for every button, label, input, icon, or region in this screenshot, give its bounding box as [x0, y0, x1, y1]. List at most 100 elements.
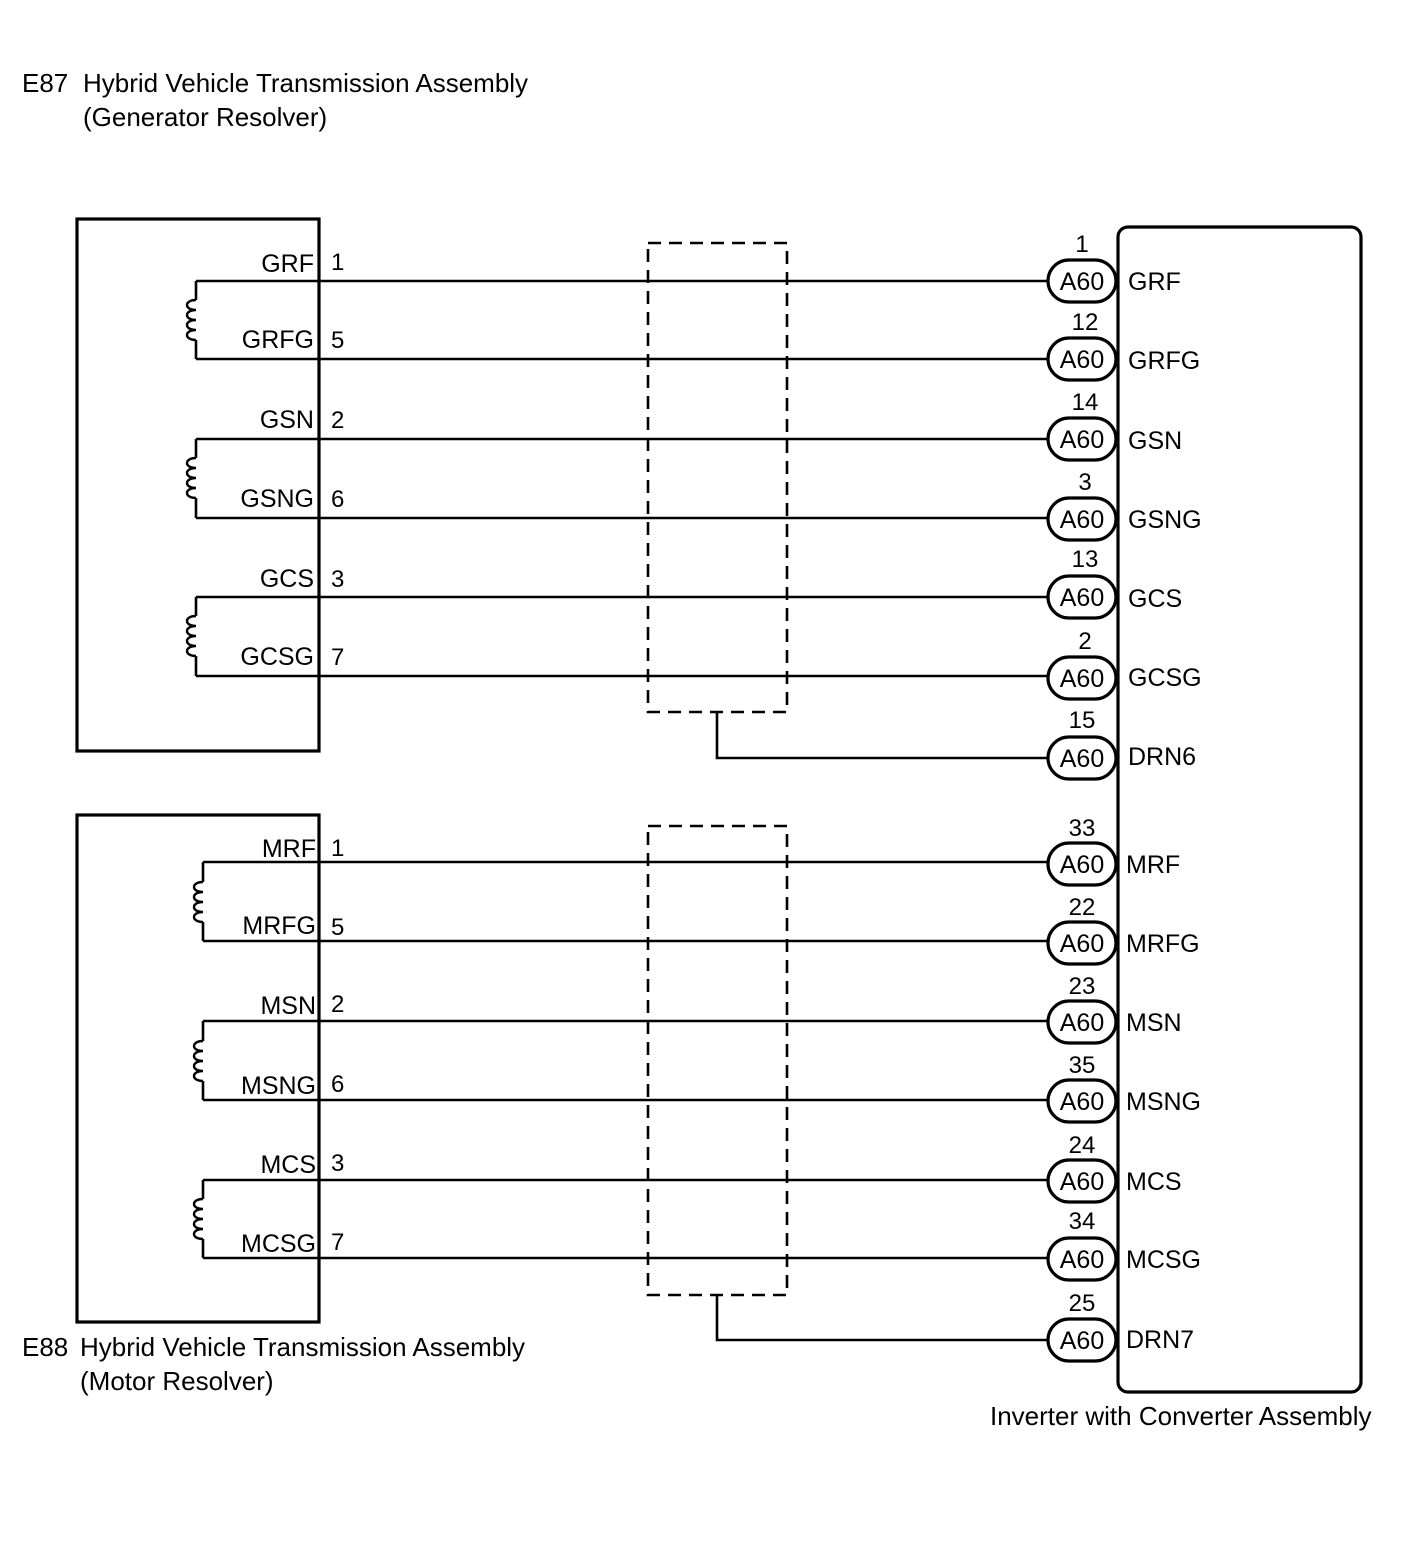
connector-a60-pill	[1046, 416, 1118, 462]
e87-signal-label: GRF	[261, 250, 314, 278]
e87-pin-number: 2	[331, 407, 344, 434]
inverter-title: Inverter with Converter Assembly	[990, 1401, 1371, 1431]
e88-pin-number: 1	[331, 835, 344, 862]
wire-row: MSN 2 23 A60 MSN	[203, 973, 1182, 1045]
e88-pin-number: 7	[331, 1229, 344, 1256]
e88-subtitle: (Motor Resolver)	[80, 1366, 274, 1396]
connector-label: A60	[1060, 346, 1104, 374]
connector-label: A60	[1060, 851, 1104, 879]
connector-label: A60	[1060, 665, 1104, 693]
wire-row: GRFG 5 12 A60 GRFG	[196, 309, 1200, 382]
inverter-pin-number: 1	[1075, 231, 1088, 258]
connector-a60-pill	[1046, 258, 1118, 304]
inverter-pin-number: 14	[1072, 389, 1099, 416]
e88-signal-label: MRF	[262, 835, 316, 863]
e87-pin-number: 6	[331, 486, 344, 513]
e87-title-block: E87 Hybrid Vehicle Transmission Assembly…	[22, 68, 528, 132]
inverter-signal-label: MRFG	[1126, 930, 1200, 958]
e88-signal-label: MCSG	[241, 1230, 316, 1258]
inverter-signal-label: MCSG	[1126, 1246, 1201, 1274]
connector-label: A60	[1060, 1246, 1104, 1274]
inverter-pin-number: 13	[1072, 546, 1099, 573]
generator-resolver-wiring: GRF 1 1 A60 GRF GRFG 5 12 A60 GRFG GSN 2…	[185, 231, 1202, 781]
e87-pin-number: 3	[331, 566, 344, 593]
e88-signal-label: MSN	[260, 992, 316, 1020]
connector-a60-pill	[1046, 655, 1118, 701]
connector-label: A60	[1060, 930, 1104, 958]
e87-signal-label: GRFG	[242, 326, 314, 354]
wire-row: GSN 2 14 A60 GSN	[196, 389, 1182, 462]
e88-title: Hybrid Vehicle Transmission Assembly	[80, 1332, 525, 1362]
drain-wire-row: 15 A60 DRN6	[715, 707, 1196, 781]
e87-signal-label: GCS	[260, 565, 314, 593]
connector-a60-pill	[1046, 735, 1118, 781]
e88-signal-label: MRFG	[242, 912, 316, 940]
connector-label: A60	[1060, 268, 1104, 296]
wire-row: GCSG 7 2 A60 GCSG	[196, 628, 1202, 701]
connector-label: A60	[1060, 745, 1104, 773]
inverter-signal-label: MSN	[1126, 1009, 1182, 1037]
wire-row: MSNG 6 35 A60 MSNG	[203, 1052, 1201, 1124]
connector-a60-pill	[1046, 336, 1118, 382]
e87-component-box	[75, 217, 321, 753]
wire-row: MRF 1 33 A60 MRF	[203, 815, 1180, 887]
inverter-pin-number: 23	[1069, 973, 1096, 1000]
inverter-signal-label: DRN7	[1126, 1326, 1194, 1354]
inverter-signal-label: MRF	[1126, 851, 1180, 879]
connector-a60-pill	[1046, 574, 1118, 620]
e88-component-box	[75, 813, 321, 1324]
coil-icon	[192, 862, 205, 941]
connector-label: A60	[1060, 1009, 1104, 1037]
wire-row: GCS 3 13 A60 GCS	[196, 546, 1182, 620]
e88-pin-number: 6	[331, 1071, 344, 1098]
e87-pin-number: 7	[331, 644, 344, 671]
connector-a60-pill	[1046, 1158, 1118, 1204]
e87-pin-number: 1	[331, 249, 344, 276]
connector-label: A60	[1060, 426, 1104, 454]
coil-icon	[185, 597, 198, 676]
wire-row: GSNG 6 3 A60 GSNG	[196, 469, 1202, 542]
inverter-pin-number: 15	[1069, 707, 1096, 734]
coil-icon	[185, 439, 198, 518]
connector-a60-pill	[1046, 496, 1118, 542]
inverter-signal-label: GRFG	[1128, 347, 1200, 375]
e88-pin-number: 2	[331, 991, 344, 1018]
inverter-pin-number: 25	[1069, 1290, 1096, 1317]
e87-pin-number: 5	[331, 327, 344, 354]
inverter-component-box	[1116, 225, 1363, 1394]
connector-label: A60	[1060, 1168, 1104, 1196]
inverter-signal-label: GSN	[1128, 427, 1182, 455]
e87-subtitle: (Generator Resolver)	[83, 102, 327, 132]
inverter-pin-number: 22	[1069, 894, 1096, 921]
connector-a60-pill	[1046, 1236, 1118, 1282]
e87-signal-label: GSN	[260, 406, 314, 434]
e87-signal-label: GSNG	[240, 485, 314, 513]
connector-label: A60	[1060, 584, 1104, 612]
inverter-pin-number: 34	[1069, 1208, 1096, 1235]
e88-signal-label: MSNG	[241, 1072, 316, 1100]
wire-row: MCSG 7 34 A60 MCSG	[203, 1208, 1201, 1282]
e88-title-block: E88 Hybrid Vehicle Transmission Assembly…	[22, 1332, 525, 1396]
inverter-pin-number: 12	[1072, 309, 1099, 336]
wire-row: GRF 1 1 A60 GRF	[196, 231, 1181, 304]
e88-signal-label: MCS	[260, 1151, 316, 1179]
inverter-pin-number: 3	[1078, 469, 1091, 496]
e88-code: E88	[22, 1332, 68, 1362]
connector-label: A60	[1060, 506, 1104, 534]
wire-row: MRFG 5 22 A60 MRFG	[203, 894, 1200, 966]
coil-icon	[192, 1180, 205, 1258]
inverter-signal-label: GCSG	[1128, 664, 1202, 692]
generator-shield	[646, 241, 789, 714]
wire-row: MCS 3 24 A60 MCS	[203, 1132, 1182, 1204]
coil-icon	[192, 1021, 205, 1100]
e87-signal-label: GCSG	[240, 643, 314, 671]
e88-pin-number: 5	[331, 914, 344, 941]
connector-label: A60	[1060, 1088, 1104, 1116]
e87-code: E87	[22, 68, 68, 98]
motor-shield	[646, 824, 789, 1297]
inverter-signal-label: GRF	[1128, 268, 1181, 296]
coil-icon	[185, 281, 198, 359]
drain-wire-row: 25 A60 DRN7	[715, 1290, 1194, 1363]
inverter-signal-label: GCS	[1128, 585, 1182, 613]
